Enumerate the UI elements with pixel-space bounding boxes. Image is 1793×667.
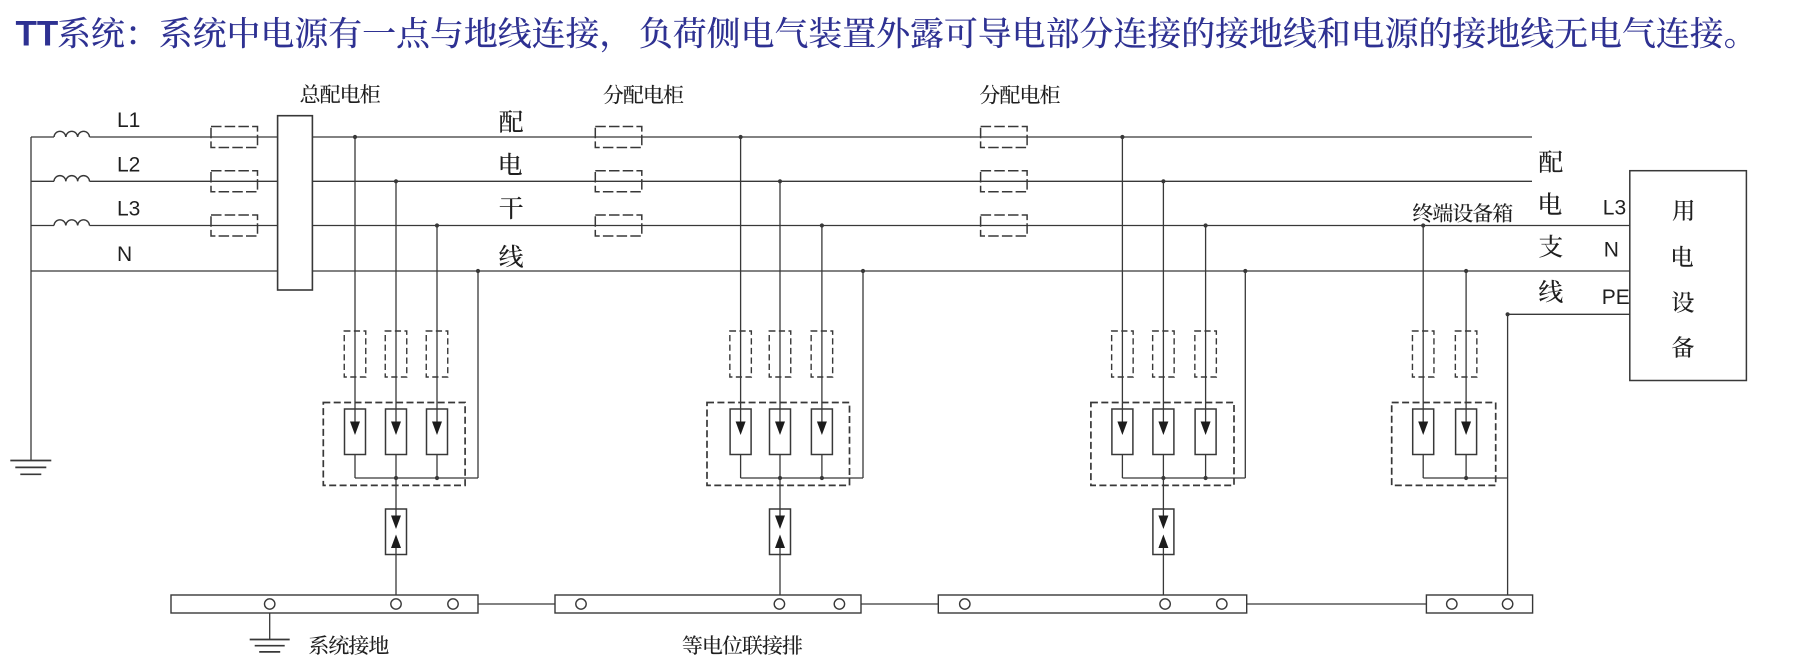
svg-text:PE: PE <box>1602 286 1630 309</box>
svg-text:L2: L2 <box>117 153 140 176</box>
svg-text:L3: L3 <box>117 198 140 221</box>
svg-text:TT: TT <box>16 15 59 54</box>
svg-text:L1: L1 <box>117 109 140 132</box>
svg-text:N: N <box>117 243 132 266</box>
svg-text:L3: L3 <box>1603 197 1626 220</box>
svg-text:N: N <box>1604 238 1619 261</box>
